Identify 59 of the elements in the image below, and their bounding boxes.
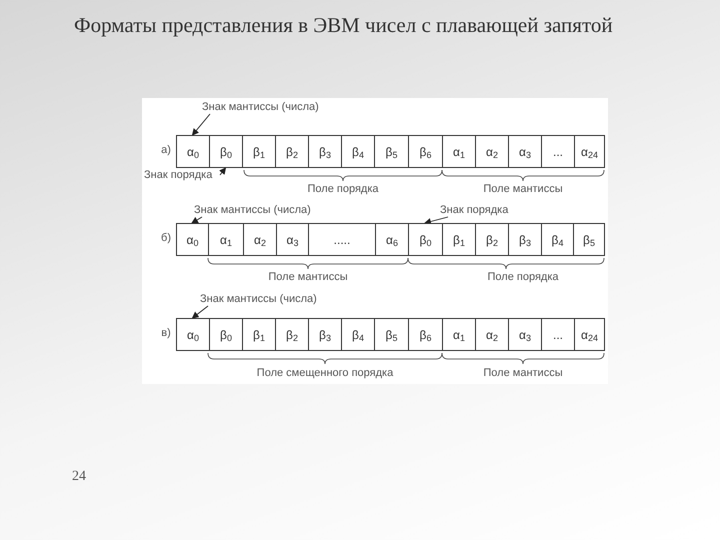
bit-cell: ...	[541, 318, 575, 351]
field-label: Поле мантиссы	[482, 366, 564, 380]
bit-cell: β$_{5}$	[374, 318, 409, 351]
field-label: Поле порядка	[486, 270, 560, 284]
bit-cell: ...	[541, 135, 575, 168]
row-label: в)	[160, 326, 172, 340]
bit-cell: α$_{24}$	[574, 318, 605, 351]
bit-cell: α$_{2}$	[243, 223, 277, 256]
leader-arrow	[192, 114, 210, 136]
bit-cell: β$_{1}$	[242, 318, 276, 351]
bit-cell: α$_{0}$	[176, 135, 210, 168]
bit-cell: α$_{0}$	[176, 318, 210, 351]
leader-label: Знак мантиссы (числа)	[200, 292, 326, 306]
bit-cell: α$_{3}$	[276, 223, 309, 256]
bit-cell: α$_{1}$	[442, 135, 476, 168]
bit-cell: β$_{4}$	[541, 223, 574, 256]
bit-cell: β$_{3}$	[308, 135, 342, 168]
bit-cell: β$_{3}$	[508, 223, 542, 256]
bit-cell: α$_{6}$	[375, 223, 409, 256]
field-label: Поле мантиссы	[267, 270, 349, 284]
field-label: Поле порядка	[306, 182, 380, 196]
leader-arrow	[424, 216, 448, 225]
bit-cell: β$_{6}$	[408, 318, 443, 351]
bit-cell: β$_{0}$	[209, 318, 243, 351]
bit-cell: β$_{1}$	[242, 135, 276, 168]
bit-cell: α$_{1}$	[208, 223, 244, 256]
row-label: б)	[160, 231, 172, 245]
bit-cell: α$_{24}$	[574, 135, 605, 168]
bit-cell: β$_{5}$	[374, 135, 409, 168]
bit-cell: β$_{6}$	[408, 135, 443, 168]
bit-cell: β$_{0}$	[209, 135, 243, 168]
bit-cell: α$_{3}$	[508, 318, 542, 351]
bit-cell: β$_{2}$	[475, 223, 509, 256]
bit-cell: α$_{1}$	[442, 318, 476, 351]
bit-cell: β$_{5}$	[573, 223, 605, 256]
bit-cell: β$_{0}$	[408, 223, 443, 256]
field-label: Поле смещенного порядка	[256, 366, 394, 380]
leader-arrow	[192, 306, 208, 319]
page-number: 24	[72, 468, 86, 486]
bit-cell: β$_{4}$	[341, 318, 375, 351]
leader-arrow	[191, 216, 202, 224]
bit-cell: α$_{0}$	[176, 223, 209, 256]
leader-label: Знак порядка	[440, 203, 516, 217]
bit-cell: β$_{3}$	[308, 318, 342, 351]
bit-cell: β$_{2}$	[275, 318, 309, 351]
leader-label: Знак мантиссы (числа)	[194, 203, 320, 217]
bit-cell: β$_{1}$	[442, 223, 476, 256]
bit-cell: .....	[308, 223, 376, 256]
bit-cell: α$_{3}$	[508, 135, 542, 168]
bit-cell: α$_{2}$	[475, 135, 509, 168]
row-label: а)	[160, 143, 172, 157]
bit-cell: β$_{2}$	[275, 135, 309, 168]
bit-cell: β$_{4}$	[341, 135, 375, 168]
title: Форматы представления в ЭВМ чисел с плавающей запятой	[74, 12, 614, 38]
leader-label: Знак порядка	[144, 168, 220, 182]
leader-arrow	[219, 167, 226, 176]
field-label: Поле мантиссы	[482, 182, 564, 196]
leader-label: Знак мантиссы (числа)	[202, 100, 328, 114]
bit-cell: α$_{2}$	[475, 318, 509, 351]
